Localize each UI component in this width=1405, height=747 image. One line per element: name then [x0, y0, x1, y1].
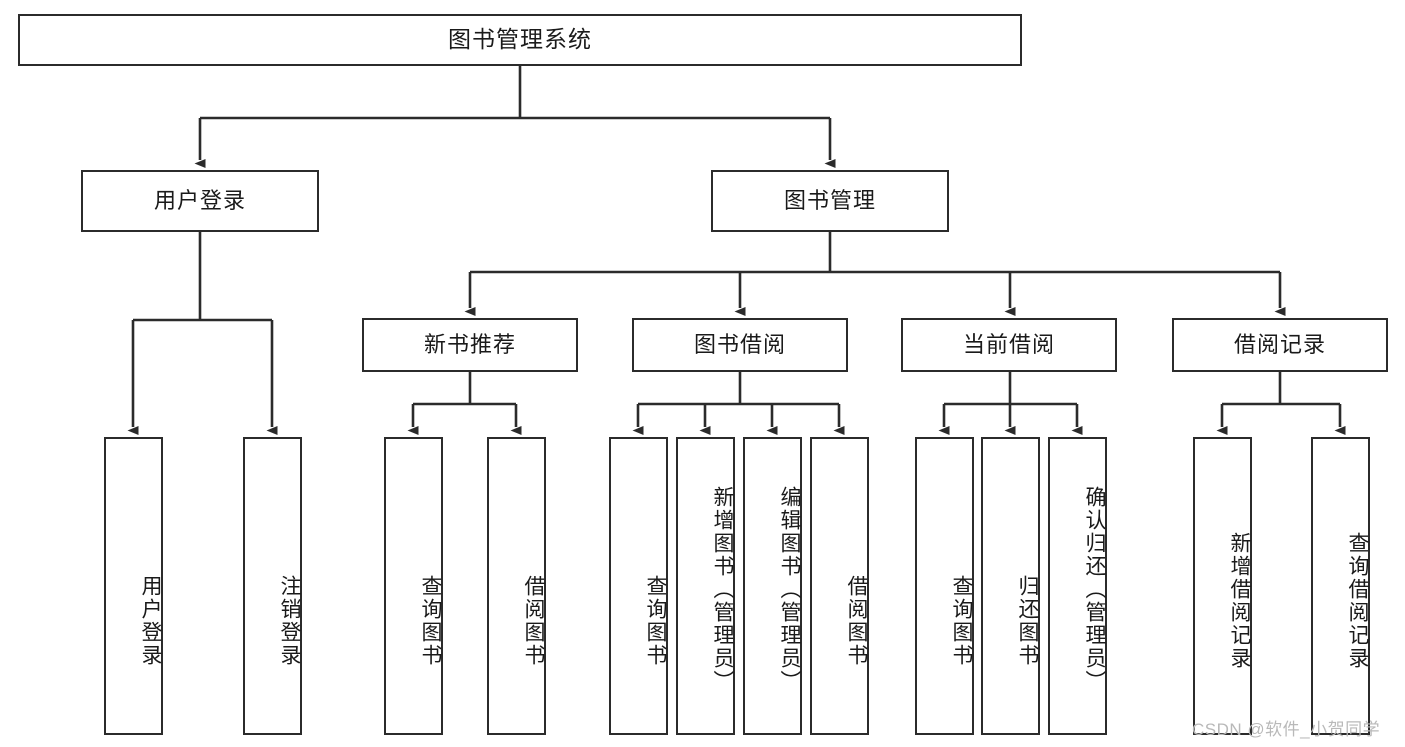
leaf-add-book[interactable]: 新增图书（管理员） — [676, 437, 735, 735]
leaf-query-book-2[interactable]: 查询图书 — [609, 437, 668, 735]
leaf-query-book-1[interactable]: 查询图书 — [384, 437, 443, 735]
leaf-user-logout[interactable]: 注销登录 — [243, 437, 302, 735]
node-book-borrow[interactable]: 图书借阅 — [632, 318, 848, 372]
leaf-user-login[interactable]: 用户登录 — [104, 437, 163, 735]
node-root-system[interactable]: 图书管理系统 — [18, 14, 1022, 66]
node-user-login[interactable]: 用户登录 — [81, 170, 319, 232]
node-borrow-record[interactable]: 借阅记录 — [1172, 318, 1388, 372]
node-book-manage[interactable]: 图书管理 — [711, 170, 949, 232]
node-new-book-recommend[interactable]: 新书推荐 — [362, 318, 578, 372]
leaf-add-record[interactable]: 新增借阅记录 — [1193, 437, 1252, 735]
leaf-confirm-return[interactable]: 确认归还（管理员） — [1048, 437, 1107, 735]
leaf-borrow-book-2[interactable]: 借阅图书 — [810, 437, 869, 735]
node-current-borrow[interactable]: 当前借阅 — [901, 318, 1117, 372]
csdn-watermark: CSDN @软件_小贺同学 — [1192, 720, 1381, 739]
leaf-return-book[interactable]: 归还图书 — [981, 437, 1040, 735]
leaf-query-record[interactable]: 查询借阅记录 — [1311, 437, 1370, 735]
leaf-query-book-3[interactable]: 查询图书 — [915, 437, 974, 735]
leaf-borrow-book-1[interactable]: 借阅图书 — [487, 437, 546, 735]
leaf-edit-book[interactable]: 编辑图书（管理员） — [743, 437, 802, 735]
